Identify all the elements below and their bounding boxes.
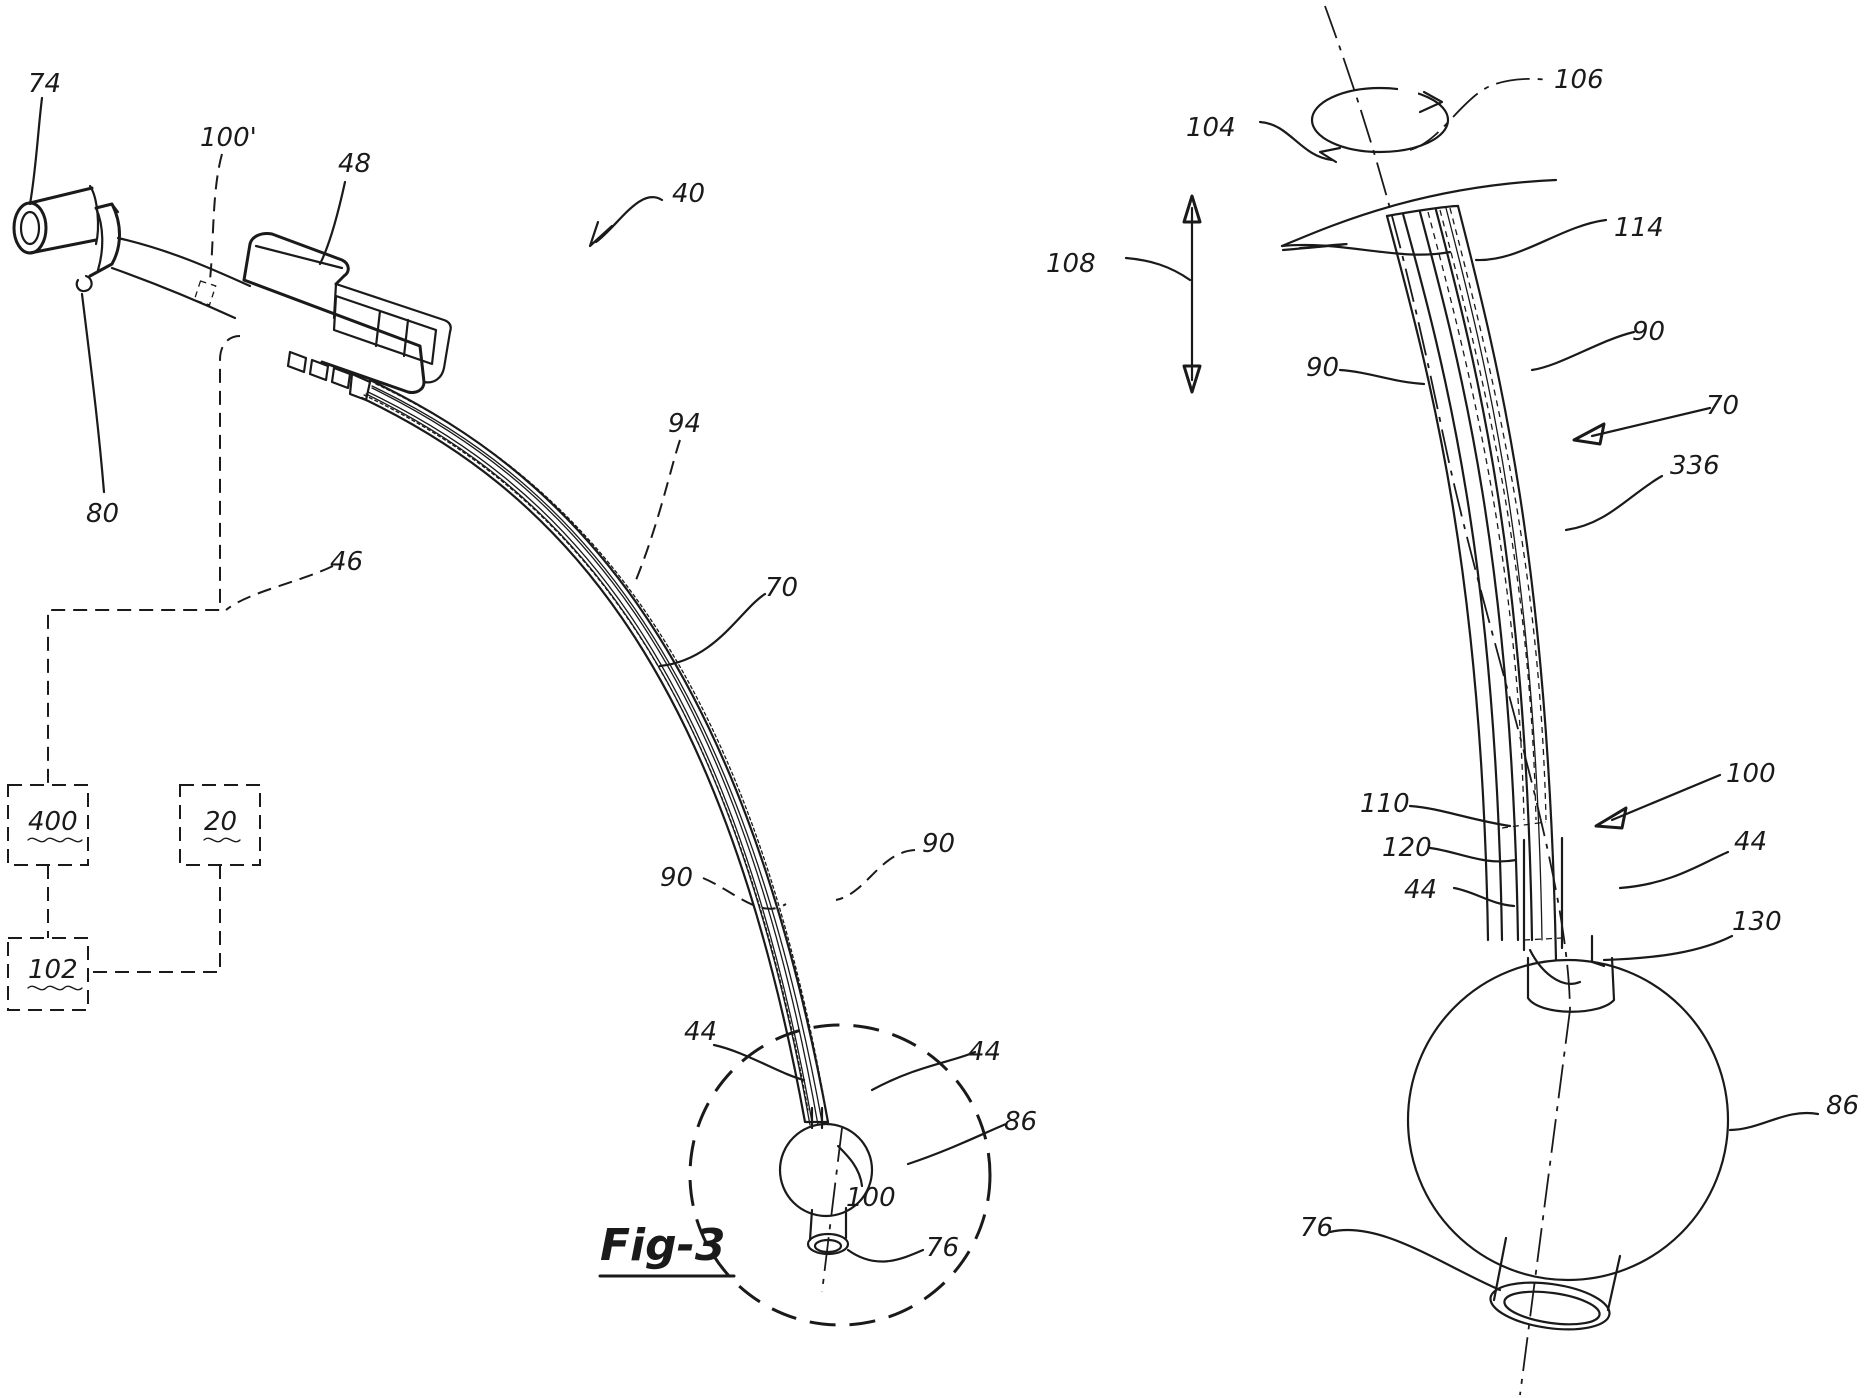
label-110: 110 [1360,789,1410,819]
label-86-detail: 86 [1826,1091,1859,1121]
label-114: 114 [1614,213,1664,243]
label-90-right: 90 [922,829,955,859]
leader-lines-left [30,98,1006,1262]
label-130: 130 [1732,907,1782,937]
label-76-detail: 76 [1300,1213,1333,1243]
cuff-86-large [1408,960,1728,1280]
label-108: 108 [1046,249,1096,279]
label-336: 336 [1670,451,1720,481]
label-44-right: 44 [968,1037,1001,1067]
label-90-detail-right: 90 [1632,317,1665,347]
label-70: 70 [765,573,798,603]
label-94: 94 [668,409,701,439]
label-44-detail-right: 44 [1734,827,1767,857]
tube-body-70 [362,380,828,1128]
label-100: 100 [846,1183,896,1213]
figure-caption: Fig-3 [600,1220,726,1271]
label-100-prime: 100' [200,123,257,153]
label-74: 74 [28,69,61,99]
label-86: 86 [1004,1107,1037,1137]
label-40: 40 [672,179,705,209]
label-44-detail-left: 44 [1404,875,1437,905]
label-48: 48 [338,149,371,179]
system-connections [8,336,260,1010]
label-90-detail-left: 90 [1306,353,1339,383]
label-46: 46 [330,547,363,577]
enlarged-detail-view: 106 104 108 114 90 90 70 336 100 110 120… [1046,6,1859,1395]
controller-48 [244,233,451,400]
label-70-detail: 70 [1706,391,1739,421]
label-400: 400 [28,807,78,837]
endotracheal-tube-overview: Fig-3 74 100' 48 40 80 46 94 70 400 20 9… [8,69,1037,1325]
detail-circle [690,1025,990,1325]
label-44-left: 44 [684,1017,717,1047]
label-20: 20 [204,807,237,837]
label-120: 120 [1382,833,1432,863]
label-106: 106 [1554,65,1604,95]
label-80: 80 [86,499,119,529]
label-76: 76 [926,1233,959,1263]
label-102: 102 [28,955,78,985]
label-104: 104 [1186,113,1236,143]
label-100-detail: 100 [1726,759,1776,789]
label-90-left: 90 [660,863,693,893]
